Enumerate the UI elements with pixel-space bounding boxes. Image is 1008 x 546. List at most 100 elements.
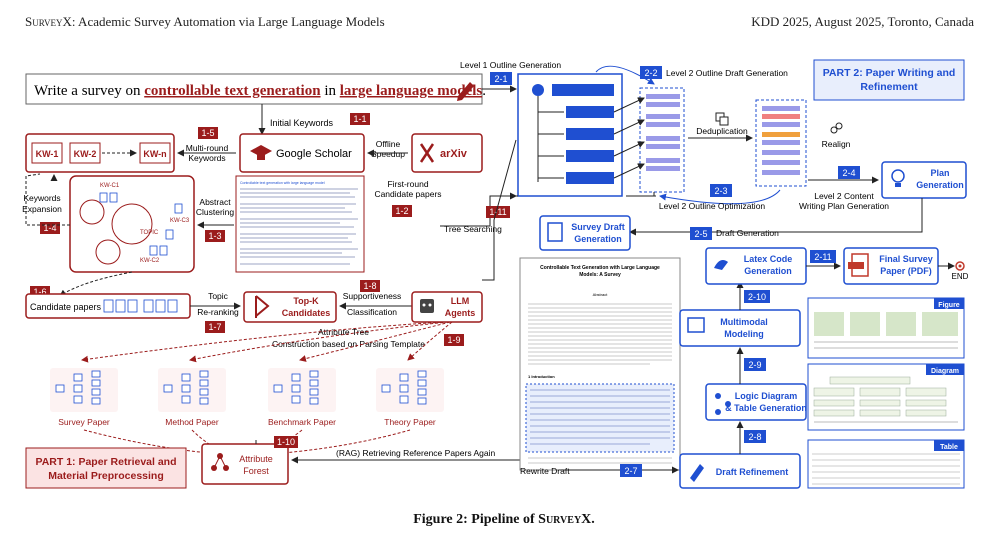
figure-label: & Table Generation <box>725 403 807 413</box>
figure-label: Logic Diagram <box>735 391 798 401</box>
figure-shape <box>417 397 427 405</box>
figure-shape <box>566 150 614 162</box>
figure-shape <box>159 245 168 256</box>
figure-shape <box>199 370 209 378</box>
figure-shape <box>710 184 732 197</box>
figure-shape <box>273 384 283 393</box>
figure-label: Writing Plan Generation <box>799 201 889 211</box>
figure-shape <box>50 368 118 412</box>
figure-shape <box>538 111 564 179</box>
figure-label: Abstract <box>199 197 231 207</box>
figure-shape <box>163 384 173 393</box>
figure-label: Top-K <box>293 296 319 306</box>
figure-shape <box>859 399 901 407</box>
figure-shape <box>895 183 901 187</box>
figure-label: Attribute <box>239 454 273 464</box>
connector <box>59 271 133 297</box>
figure-label: Level 2 Outline Optimization <box>659 201 766 211</box>
pen-icon <box>690 464 704 482</box>
figure-shape <box>891 169 905 183</box>
scholar-cap-icon <box>250 145 272 160</box>
part1-label <box>25 447 187 489</box>
connector <box>25 173 70 226</box>
figure-shape <box>174 203 183 214</box>
initial-keywords-label: Initial Keywords <box>270 118 334 128</box>
figure-shape <box>715 409 721 415</box>
figure-shape <box>725 401 731 407</box>
figure-shape <box>687 317 705 333</box>
figure-shape <box>547 222 563 242</box>
figure-label: Keywords <box>188 153 225 163</box>
running-header-left: SurveyX: Academic Survey Automation via … <box>25 14 385 29</box>
figure-shape <box>155 299 166 313</box>
figure-label: Multimodal <box>720 317 768 327</box>
figure-shape <box>91 397 101 405</box>
figure-shape <box>240 188 358 265</box>
figure-shape <box>762 170 800 175</box>
figure-shape <box>646 136 680 141</box>
figure-shape <box>115 299 126 313</box>
robot-icon <box>420 299 434 313</box>
figure-label: Clustering <box>196 207 235 217</box>
end-icon <box>955 261 965 271</box>
tree-benchmark: Benchmark Paper <box>268 368 336 427</box>
topk-candidates-box <box>243 291 337 323</box>
figure-shape <box>444 334 464 346</box>
google-scholar-box <box>239 133 365 173</box>
figure-label: 2-2 <box>644 68 657 78</box>
figure-label: Survey Paper <box>58 417 110 427</box>
figure-shape <box>181 373 191 382</box>
dedup-icon <box>715 112 729 126</box>
figure-label: KW-n <box>143 149 166 159</box>
kw-1 <box>31 142 63 164</box>
figure-label: . <box>482 83 486 99</box>
figure-shape <box>566 128 614 140</box>
connector <box>83 429 233 456</box>
figure-label: 1 Introduction <box>528 374 555 379</box>
figure-label: arXiv <box>440 148 468 160</box>
figure-label: Construction based on Parsing Template <box>272 339 425 349</box>
figure-shape <box>762 122 800 127</box>
figure-shape <box>392 205 412 217</box>
figure-shape <box>905 399 947 407</box>
figure-shape <box>199 388 209 396</box>
connector <box>613 163 645 179</box>
figure-label: KW-2 <box>74 149 97 159</box>
connector <box>613 97 645 113</box>
figure-shape <box>198 127 218 139</box>
figure-shape <box>829 376 911 385</box>
figure-shape <box>646 94 680 99</box>
figure-label: 1-6 <box>33 287 46 297</box>
figure-shape <box>103 299 114 313</box>
connector <box>189 321 449 363</box>
figure-label: Models: A Survey <box>579 272 621 278</box>
figure-label: Table <box>940 444 958 451</box>
figure-label: PART 2: Paper Writing and <box>823 67 956 79</box>
figure-label: 2-11 <box>814 252 831 262</box>
figure-label: Multi-round <box>186 143 229 153</box>
figure-label: Agents <box>445 308 476 318</box>
connector <box>213 455 221 469</box>
prompt-box <box>25 73 483 105</box>
figure-shape <box>814 312 958 336</box>
figure-label: Modeling <box>724 329 764 339</box>
figure-shape <box>143 299 154 313</box>
figure-shape <box>149 245 158 256</box>
scholar-results-thumbnail <box>235 175 365 273</box>
figure-label: KW-C3 <box>170 218 190 224</box>
figure-shape <box>813 376 947 417</box>
figure-label: 1-5 <box>201 128 214 138</box>
figure-shape <box>167 299 178 313</box>
figure-shape <box>399 384 409 393</box>
figure-label: Candidates <box>282 308 331 318</box>
figure-shape <box>715 393 721 399</box>
figure-shape <box>646 166 680 171</box>
tree-survey: Survey Paper <box>50 368 118 427</box>
connector <box>255 295 270 318</box>
figure-label: Controllable text generation with large … <box>240 181 325 185</box>
ranking-icon <box>255 295 270 318</box>
figure-shape <box>762 160 800 165</box>
figure-label: Controllable Text Generation with Large … <box>540 265 660 271</box>
connector <box>299 321 451 362</box>
figure-shape <box>813 409 855 417</box>
